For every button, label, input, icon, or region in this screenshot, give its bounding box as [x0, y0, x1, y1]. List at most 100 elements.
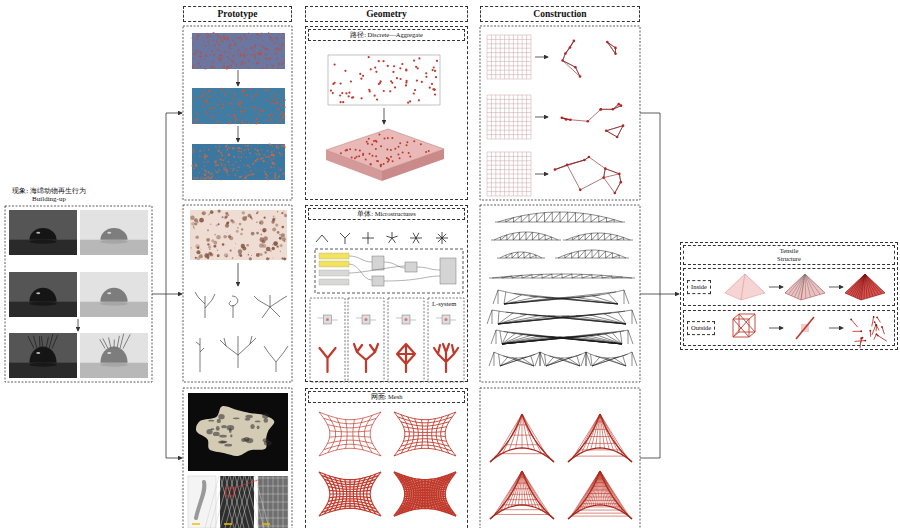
- sponge-cell-images-part: [270, 45, 272, 47]
- mesh-drawings-part: [401, 422, 449, 426]
- sponge-cell-images-part: [192, 118, 194, 120]
- sponge-cell-images-part: [229, 103, 231, 105]
- tensile-sections-part: [520, 314, 626, 324]
- tensile-sections-part: [632, 352, 637, 366]
- aggregate-points-part: [374, 66, 376, 68]
- sponge-cell-images-part: [216, 248, 218, 250]
- sponge-cell-images-part: [204, 174, 206, 176]
- sponge-cell-images-part: [196, 112, 198, 114]
- sponge-cell-images-part: [280, 244, 283, 247]
- tensile-sections-part: [585, 233, 591, 240]
- sponge-cell-images-part: [222, 44, 224, 46]
- tent-structures-part: [600, 414, 601, 448]
- sponge-cell-images-part: [195, 164, 197, 166]
- sponge-cell-images-part: [219, 47, 221, 49]
- sponge-cell-images-part: [223, 38, 225, 40]
- sponge-cell-images-part: [254, 46, 256, 48]
- sponge-cell-images-part: [197, 110, 199, 112]
- network-constructions-part: [588, 109, 601, 121]
- sponge-cell-images-part: [206, 65, 208, 67]
- sponge-cell-images-part: [197, 34, 198, 35]
- tent-structures-part: [582, 503, 618, 504]
- aggregate-points-part: [358, 155, 360, 157]
- aggregate-points-part: [339, 94, 341, 96]
- sponge-cell-images-part: [215, 146, 216, 147]
- sponge-cell-images-part: [280, 120, 281, 121]
- network-constructions-part: [517, 152, 518, 196]
- sponge-cell-images-part: [193, 226, 194, 227]
- tent-structures-part: [496, 414, 547, 457]
- network-constructions-part: [487, 121, 531, 122]
- tensile-sections-part: [546, 354, 581, 366]
- network-constructions-part: [601, 109, 613, 110]
- aggregate-points: [326, 55, 444, 181]
- sponge-cell-images-part: [238, 151, 239, 152]
- sponge-cell-images-part: [258, 518, 288, 519]
- sponge-cell-images-part: [214, 44, 216, 46]
- tent-structures-part: [522, 471, 554, 519]
- aggregate-points-part: [420, 143, 422, 145]
- tensile-illustrations-part: [865, 274, 882, 294]
- sponge-cell-images-part: [257, 211, 259, 213]
- tensile-sections-part: [614, 220, 615, 222]
- sponge-cell-images-part: [240, 39, 242, 41]
- microstructure-units-part: [348, 298, 384, 382]
- aggregate-points-part: [387, 65, 389, 67]
- droplet-photos-part: [103, 338, 108, 348]
- sponge-cell-images-part: [276, 39, 278, 41]
- sponge-cell-images-part: [208, 149, 210, 151]
- sponge-cell-images-part: [266, 65, 267, 66]
- sponge-cell-images-part: [230, 105, 232, 107]
- sponge-cell-images-part: [200, 249, 201, 250]
- microstructure-units-part: [320, 348, 336, 372]
- tensile-sections-part: [585, 250, 592, 258]
- tensile-illustrations-part: [796, 317, 814, 339]
- sponge-cell-images-part: [209, 101, 211, 103]
- sponge-cell-images-part: [196, 112, 198, 114]
- sponge-cell-images-part: [253, 173, 255, 175]
- sponge-cell-images-part: [282, 33, 283, 34]
- sponge-cell-images-part: [229, 44, 231, 46]
- tensile-sections-part: [624, 290, 629, 304]
- tensile-illustrations-part: [855, 340, 866, 342]
- tent-structures-part: [511, 494, 534, 495]
- droplet-photos-part: [107, 352, 111, 354]
- tensile-sections-part: [534, 315, 626, 324]
- sponge-cell-images-part: [245, 48, 247, 50]
- network-constructions-part: [487, 125, 531, 126]
- sponge-cell-images-part: [220, 441, 227, 443]
- network-constructions-part: [554, 168, 557, 171]
- network-constructions-part: [617, 103, 620, 106]
- aggregate-points-part: [405, 69, 407, 71]
- tent-structures-part: [517, 483, 527, 484]
- sponge-cell-images-part: [268, 156, 270, 158]
- sponge-cell-images-part: [229, 296, 238, 318]
- sponge-cell-images-part: [274, 174, 276, 176]
- sponge-cell-images-part: [208, 90, 210, 92]
- sponge-cell-images-part: [197, 119, 198, 120]
- aggregate-points-part: [392, 160, 394, 162]
- tensile-sections-part: [522, 275, 523, 278]
- sponge-cell-images-part: [279, 110, 281, 112]
- sponge-cell-images-part: [240, 233, 243, 236]
- flow-arrows-part: [535, 117, 548, 118]
- sponge-cell-images-part: [229, 147, 231, 149]
- tensile-sections-part: [504, 292, 506, 304]
- sponge-cell-images-part: [238, 49, 240, 51]
- tensile-sections-part: [552, 274, 562, 278]
- sponge-cell-images-part: [192, 88, 285, 124]
- sponge-cell-images-part: [245, 172, 246, 173]
- sponge-cell-images-part: [204, 91, 206, 93]
- tensile-sections-part: [575, 213, 576, 222]
- tensile-sections-part: [566, 337, 622, 344]
- sponge-cell-images-part: [244, 57, 246, 59]
- sponge-cell-images-part: [207, 176, 209, 178]
- network-constructions-part: [487, 187, 531, 188]
- tensile-sections-part: [605, 251, 606, 258]
- sponge-cell-images-part: [204, 111, 206, 113]
- sponge-cell-images-part: [199, 178, 201, 180]
- sponge-cell-images-part: [259, 53, 261, 55]
- sponge-cell-images-part: [242, 94, 243, 95]
- network-constructions-part: [531, 152, 532, 196]
- sponge-cell-images-part: [243, 112, 245, 114]
